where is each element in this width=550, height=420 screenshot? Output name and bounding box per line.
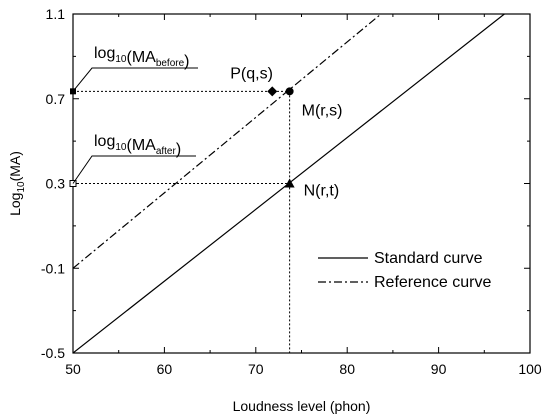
x-tick-label: 100 xyxy=(518,361,542,377)
y-axis-label: Log10(MA) xyxy=(7,151,27,216)
y-tick-label: 0.3 xyxy=(46,176,66,192)
point-label: N(r,t) xyxy=(304,183,340,200)
point-label: M(r,s) xyxy=(302,102,343,119)
annotation-after: log10(MAafter) xyxy=(94,133,181,158)
legend-label-reference: Reference curve xyxy=(374,274,491,291)
leader-line-before xyxy=(72,67,198,92)
series-line-reference xyxy=(73,14,382,269)
leader-line-after xyxy=(72,155,196,184)
x-axis-label: Loudness level (phon) xyxy=(233,398,371,414)
y-tick-label: -0.5 xyxy=(41,345,65,361)
annotation-before: log10(MAbefore) xyxy=(94,45,190,70)
point-marker-m xyxy=(285,87,294,96)
x-tick-label: 70 xyxy=(248,361,264,377)
y-tick-label: 0.7 xyxy=(46,91,66,107)
x-tick-label: 80 xyxy=(339,361,355,377)
point-label: P(q,s) xyxy=(230,65,273,82)
x-tick-label: 90 xyxy=(431,361,447,377)
point-marker-n xyxy=(284,178,295,188)
point-marker-p xyxy=(267,86,278,97)
legend-label-standard: Standard curve xyxy=(374,250,483,267)
x-tick-label: 60 xyxy=(157,361,173,377)
y-tick-label: -0.1 xyxy=(41,260,65,276)
x-tick-label: 50 xyxy=(65,361,81,377)
y-tick-label: 1.1 xyxy=(46,6,66,22)
